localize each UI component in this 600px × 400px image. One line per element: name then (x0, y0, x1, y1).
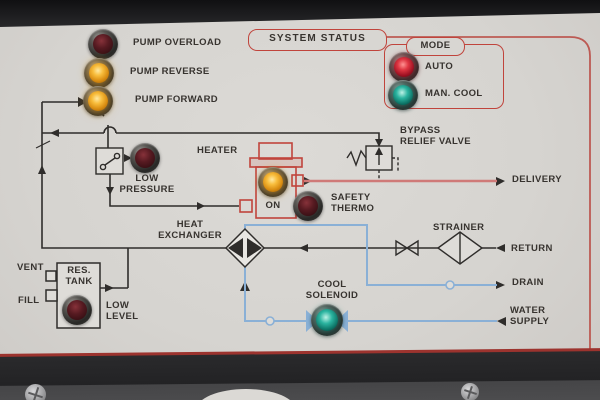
arrow-into-pump-forward (78, 97, 87, 107)
return-label: RETURN (511, 243, 553, 254)
heater-label: HEATER (197, 145, 238, 156)
fill-label: FILL (18, 295, 40, 306)
pipe-water-loop (244, 224, 497, 322)
safety-thermo-led (293, 191, 323, 221)
man-cool-label: MAN. COOL (425, 88, 483, 99)
pump-overload-led (88, 29, 118, 59)
cool-solenoid-led (311, 304, 343, 336)
pump-overload-label: PUMP OVERLOAD (133, 37, 222, 48)
arrow-delivery-end (496, 177, 505, 186)
drain-port-circle (445, 280, 455, 290)
vent-port (45, 270, 57, 282)
low-pressure-label: LOW PRESSURE (119, 173, 175, 195)
mode-title: MODE (420, 40, 451, 52)
low-level-led (62, 295, 92, 325)
mode-tag: MODE (406, 37, 465, 56)
water-supply-label: WATER SUPPLY (510, 305, 550, 327)
flow-arrows (38, 97, 506, 326)
delivery-label: DELIVERY (512, 174, 562, 185)
water-pipes (244, 224, 497, 322)
cool-solenoid-label: COOL SOLENOID (305, 279, 359, 301)
arrow-return-end (496, 244, 505, 252)
system-status-title: SYSTEM STATUS (269, 33, 366, 44)
arrow-left-top-line (50, 129, 59, 137)
arrow-down-relief-valve (375, 139, 383, 147)
pump-reverse-led (84, 58, 114, 88)
tick-mark (35, 140, 51, 149)
arrow-drain (496, 281, 505, 289)
chassis-oval-highlight (196, 389, 296, 400)
pipe-hop (103, 126, 117, 134)
auto-led (389, 52, 419, 82)
drain-label: DRAIN (512, 277, 544, 288)
strainer-label: STRAINER (433, 222, 485, 233)
heater-on-label: ON (265, 200, 281, 211)
bypass-relief-valve-icon (346, 145, 399, 180)
system-status-box: SYSTEM STATUS (248, 29, 387, 51)
low-level-label: LOW LEVEL (106, 300, 139, 322)
arrow-return-left (299, 244, 308, 252)
pump-forward-label: PUMP FORWARD (135, 94, 219, 105)
safety-thermo-label: SAFETY THERMO (331, 192, 375, 214)
arrow-low-pressure (124, 154, 132, 162)
supply-port-circle (265, 316, 275, 326)
red-frame (386, 36, 591, 352)
pressure-switch-icon (95, 147, 124, 175)
screw-icon (461, 383, 479, 400)
screw-icon (25, 384, 46, 400)
auto-label: AUTO (425, 61, 454, 72)
pipe-riser-and-he-line (41, 102, 226, 249)
low-pressure-led (130, 143, 160, 173)
heat-exchanger-icon (224, 227, 266, 269)
heat-exchanger-label: HEAT EXCHANGER (158, 219, 222, 241)
strainer-icon (436, 231, 484, 265)
pipe-top-to-relief-valve (116, 132, 380, 139)
pump-reverse-label: PUMP REVERSE (130, 66, 210, 77)
arrow-right-heater (197, 202, 205, 210)
shutoff-valve-icon (395, 239, 419, 257)
heater-inlet-stub (239, 199, 253, 213)
heater-outlet-stub (291, 174, 304, 187)
arrow-down-switch (106, 187, 114, 195)
arrow-up-riser (38, 165, 46, 174)
fill-port (45, 289, 58, 302)
pipe-switch-to-heater (109, 174, 239, 207)
pump-forward-led (83, 86, 113, 116)
vent-label: VENT (17, 262, 44, 273)
heater-on-led (258, 167, 288, 197)
man-cool-led (388, 80, 418, 110)
res-tank-label: RES. TANK (65, 265, 93, 287)
spring (346, 149, 367, 168)
arrow-tank-out (105, 284, 114, 292)
bypass-relief-valve-label: BYPASS RELIEF VALVE (400, 125, 471, 147)
arrow-water-supply (497, 317, 506, 326)
